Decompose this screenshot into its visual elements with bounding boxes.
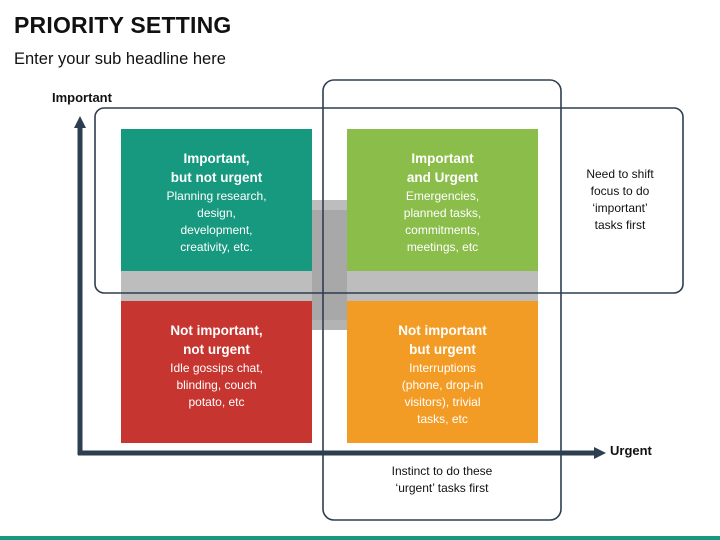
quadrant-body-line: potato, etc (188, 395, 245, 409)
important-note: Need to shift focus to do ‘important’ ta… (558, 166, 682, 234)
quadrant-body-line: design, (197, 206, 236, 220)
quadrant-body-line: creativity, etc. (180, 240, 253, 254)
page-title: PRIORITY SETTING (14, 12, 232, 38)
quadrant-title-line: and Urgent (406, 170, 479, 185)
quadrant-title-line: Important (411, 151, 474, 166)
quadrant-body-line: visitors), trivial (404, 395, 481, 409)
important-highlight-box (94, 107, 684, 294)
quadrant-body-line: Planning research, (166, 189, 267, 203)
quadrant-body-line: tasks, etc (417, 412, 468, 426)
y-axis-arrowhead (74, 116, 86, 128)
x-axis-label: Urgent (610, 443, 652, 458)
quadrant-title-line: Important, (183, 151, 250, 166)
quadrant-body-line: Emergencies, (405, 189, 480, 203)
quadrant-important-not-urgent: Important, but not urgent Planning resea… (121, 129, 312, 271)
note-line: ‘urgent’ tasks first (395, 481, 489, 495)
quadrant-title-line: not urgent (183, 342, 250, 357)
footer-accent-bar (0, 536, 720, 540)
quadrant-title-line: Not important (398, 323, 487, 338)
quadrant-important-urgent: Important and Urgent Emergencies, planne… (347, 129, 538, 271)
note-line: Instinct to do these (391, 464, 493, 478)
quadrant-body-line: Interruptions (409, 361, 476, 375)
note-line: tasks first (594, 218, 646, 232)
note-line: focus to do (590, 184, 650, 198)
x-axis-arrowhead (594, 447, 606, 459)
quadrant-not-important-not-urgent: Not important, not urgent Idle gossips c… (121, 301, 312, 443)
quadrant-body-line: meetings, etc (406, 240, 479, 254)
urgent-note: Instinct to do these ‘urgent’ tasks firs… (330, 463, 554, 497)
page-subtitle: Enter your sub headline here (14, 50, 226, 68)
quadrant-body-line: commitments, (405, 223, 480, 237)
note-line: ‘important’ (592, 201, 648, 215)
quadrant-body-line: development, (180, 223, 253, 237)
y-axis-label: Important (52, 90, 112, 105)
quadrant-title-line: but urgent (409, 342, 476, 357)
note-line: Need to shift (586, 167, 654, 181)
quadrant-title-line: Not important, (170, 323, 263, 338)
quadrant-title-line: but not urgent (170, 170, 263, 185)
quadrant-not-important-urgent: Not important but urgent Interruptions (… (347, 301, 538, 443)
shadow-band-mid (312, 210, 347, 320)
quadrant-body-line: Idle gossips chat, (170, 361, 263, 375)
quadrant-body-line: (phone, drop-in (401, 378, 484, 392)
quadrant-body-line: planned tasks, (403, 206, 482, 220)
quadrant-body-line: blinding, couch (176, 378, 257, 392)
urgent-highlight-box (322, 79, 562, 521)
